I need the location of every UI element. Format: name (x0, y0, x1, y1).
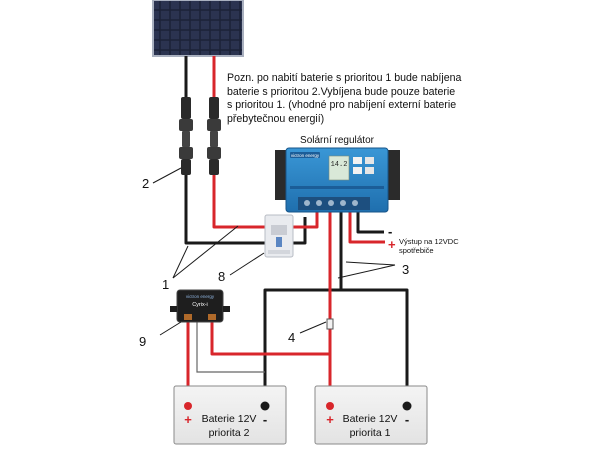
output-label: Výstup na 12VDC (399, 237, 459, 246)
circuit-breaker-icon (264, 214, 294, 258)
output-plus: + (388, 237, 396, 252)
callout-4: 4 (288, 330, 295, 345)
battery-1-label: Baterie 12V (343, 413, 398, 425)
regulator-display: 14.2 (331, 161, 348, 169)
battery-priority-2: + - Baterie 12V priorita 2 (173, 385, 287, 445)
battery-2-priority: priorita 2 (209, 427, 250, 439)
note-line: Pozn. po nabití baterie s prioritou 1 bu… (227, 72, 462, 84)
mc4-connector-icon (179, 97, 193, 175)
solar-regulator: victron energy 14.2 (275, 147, 400, 213)
cyrix-ground-wire (196, 322, 265, 373)
battery-1-priority: priorita 1 (350, 427, 391, 439)
output-label-2: spotřebiče (399, 246, 434, 255)
fuse-icon (326, 318, 334, 330)
battery-1-minus: - (405, 412, 409, 427)
battery-priority-1: + - Baterie 12V priorita 1 (314, 385, 428, 445)
regulator-title: Solární regulátor (300, 135, 375, 146)
callout-3: 3 (402, 262, 409, 277)
callout-9: 9 (139, 334, 146, 349)
callout-2: 2 (142, 176, 149, 191)
callout-1: 1 (162, 277, 169, 292)
cyrix-brand: victron energy (186, 294, 215, 299)
negative-wires (184, 56, 409, 405)
note-text: Pozn. po nabití baterie s prioritou 1 bu… (227, 72, 472, 126)
note-line: baterie s prioritou 2.Vybíjena bude pouz… (227, 85, 456, 98)
callout-8: 8 (218, 269, 225, 284)
battery-1-plus: + (326, 412, 334, 427)
output-minus: - (388, 224, 392, 239)
note-line: s prioritou 1. (vhodné pro nabíjení exte… (227, 99, 457, 112)
solar-panel-icon (152, 0, 244, 57)
note-line: přebytečnou energií) (227, 112, 325, 125)
battery-2-label: Baterie 12V (202, 413, 257, 425)
callout-leaders (152, 167, 396, 336)
battery-combiner-icon: victron energy Cyrix-i (170, 289, 230, 323)
battery-2-minus: - (263, 412, 267, 427)
mc4-connector-icon (207, 97, 221, 175)
regulator-brand: victron energy (291, 153, 320, 158)
cyrix-name: Cyrix-i (192, 302, 208, 308)
battery-2-plus: + (184, 412, 192, 427)
